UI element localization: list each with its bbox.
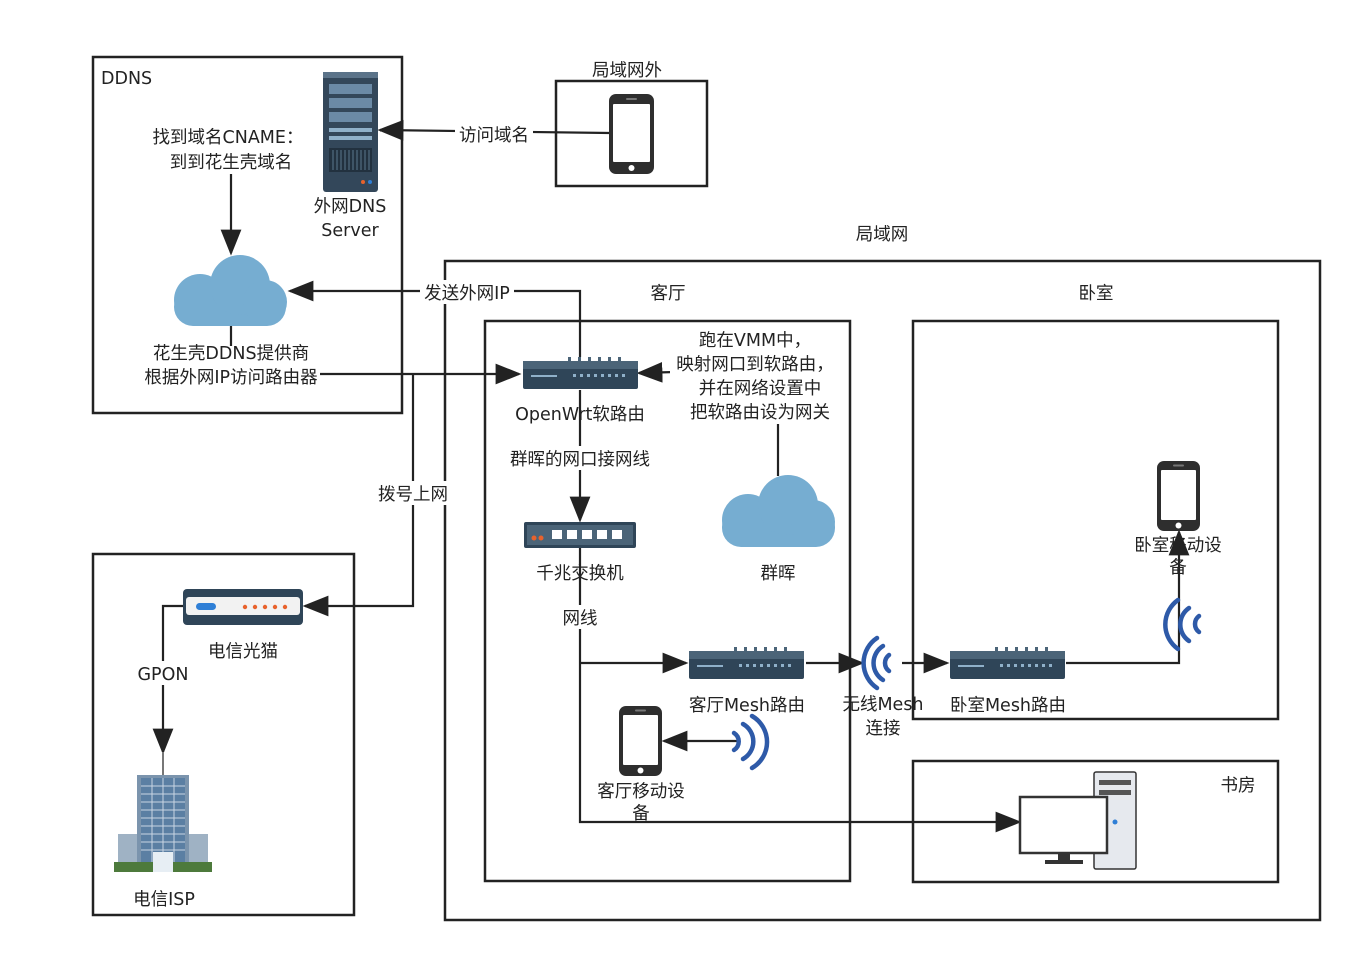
switch-label: 千兆交换机 — [536, 564, 624, 584]
oray-label-line1: 花生壳DDNS提供商 — [153, 344, 309, 364]
bedroom-device-label-line2: 备 — [1169, 558, 1187, 578]
dns-server-label-line1: 外网DNS — [314, 197, 387, 217]
living-room-container — [483, 319, 852, 883]
isp-container — [91, 552, 356, 917]
living-wifi-icon — [731, 713, 770, 771]
dns-server-label-line2: Server — [321, 221, 379, 241]
node-labels: 外网DNS Server 找到域名CNAME： 到到花生壳域名 花生壳DDNS提… — [133, 124, 1222, 910]
cloud-icon — [174, 255, 287, 326]
wifi-icon — [861, 635, 892, 691]
lan-container — [443, 259, 1322, 922]
oray-label-line2: 根据外网IP访问路由器 — [144, 368, 317, 388]
edge-label-cable: 网线 — [563, 609, 598, 629]
vmm-note-line4: 把软路由设为网关 — [690, 403, 830, 423]
edge-labels: 访问域名 发送外网IP 群晖的网口接网线 拨号上网 网线 GPON — [133, 122, 658, 685]
living-phone-icon — [619, 706, 662, 776]
modem-label: 电信光猫 — [208, 642, 278, 662]
isp-label: 电信ISP — [133, 890, 195, 910]
desktop-computer-icon — [1018, 771, 1137, 870]
study-title: 书房 — [1221, 776, 1256, 796]
openwrt-router-icon — [523, 357, 638, 389]
living-device-label-line1: 客厅移动设 — [597, 782, 685, 802]
modem-icon — [183, 589, 303, 625]
edge-label-send-ip: 发送外网IP — [424, 284, 510, 304]
living-mesh-label: 客厅Mesh路由 — [689, 696, 805, 716]
synology-label: 群晖 — [761, 564, 796, 584]
edge-label-gpon: GPON — [138, 665, 189, 685]
edge-label-dialup: 拨号上网 — [378, 485, 448, 505]
bedroom-mesh-router-icon — [950, 647, 1065, 679]
bedroom-wifi-icon — [1163, 597, 1202, 652]
living-room-title: 客厅 — [651, 284, 686, 304]
edge-dialup — [302, 374, 415, 617]
smartphone-icon — [609, 94, 654, 174]
vmm-note-line2: 映射网口到软路由， — [676, 355, 834, 375]
edge-send-ip — [287, 280, 582, 357]
cname-label-line2: 到到花生壳域名 — [170, 153, 293, 173]
bedroom-title: 卧室 — [1079, 284, 1114, 304]
edge-label-visit-domain: 访问域名 — [459, 126, 529, 146]
server-icon — [323, 72, 378, 192]
synology-cloud-icon — [722, 475, 835, 547]
edge-gpon — [152, 604, 185, 755]
building-icon — [114, 752, 212, 872]
living-mesh-router-icon — [689, 647, 804, 679]
wireless-mesh-label-line2: 连接 — [866, 719, 901, 739]
edge-vmm-note — [636, 361, 676, 383]
cname-label-line1: 找到域名CNAME： — [153, 128, 304, 148]
edge-bedroom-mesh-to-device — [1066, 529, 1190, 665]
ddns-container — [91, 55, 404, 415]
bedroom-container — [911, 319, 1280, 721]
outside-lan-title: 局域网外 — [592, 61, 662, 81]
lan-title: 局域网 — [856, 225, 909, 245]
edge-switch-to-computer — [578, 548, 1022, 833]
bedroom-mesh-label: 卧室Mesh路由 — [950, 696, 1066, 716]
bedroom-phone-icon — [1157, 461, 1200, 531]
switch-icon — [524, 522, 636, 548]
bedroom-device-label-line1: 卧室移动设 — [1134, 536, 1222, 556]
ddns-container-title: DDNS — [101, 69, 152, 89]
edges — [152, 119, 1190, 833]
vmm-note-line3: 并在网络设置中 — [699, 379, 822, 399]
vmm-note-line1: 跑在VMM中， — [699, 331, 811, 351]
outside-lan-container — [554, 79, 709, 188]
openwrt-label: OpenWrt软路由 — [515, 405, 645, 425]
living-device-label-line2: 备 — [632, 804, 650, 824]
edge-label-synology-port: 群晖的网口接网线 — [510, 450, 650, 470]
wireless-mesh-label-line1: 无线Mesh — [842, 695, 923, 715]
